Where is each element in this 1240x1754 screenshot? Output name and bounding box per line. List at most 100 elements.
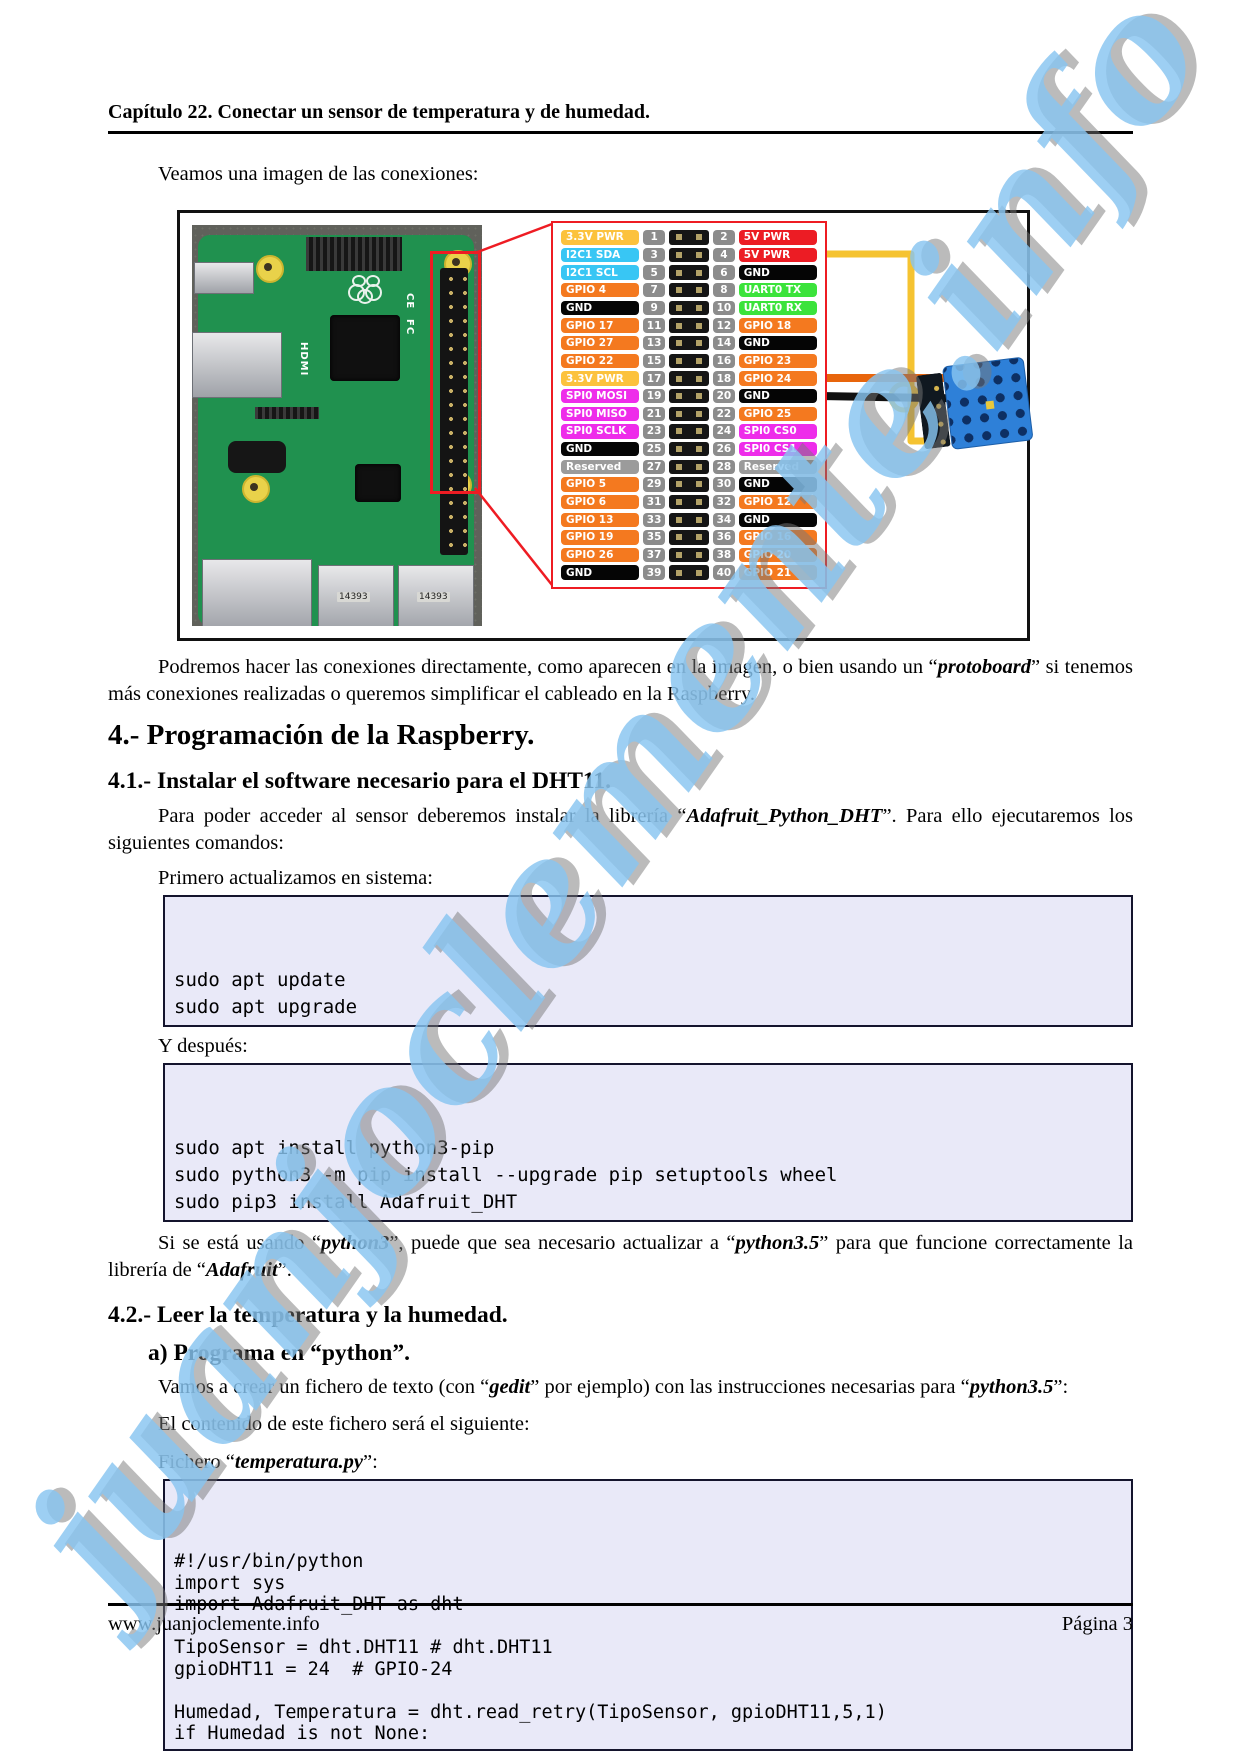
pin-number-left: 9	[643, 300, 665, 316]
pin-label-right: UART0 TX	[738, 282, 817, 298]
paragraph-create-file: Vamos a crear un fichero de texto (con “…	[108, 1374, 1133, 1401]
paragraph-text: ” para que funcione correctamente la lib…	[108, 1232, 1133, 1281]
dht11-sensor	[915, 356, 1034, 456]
pin-label-right: GPIO 23	[738, 353, 817, 369]
code-line: sudo apt install python3-pip	[174, 1137, 495, 1159]
header-pins-icon	[669, 318, 709, 333]
term-python3-5: python3.5	[735, 1232, 820, 1254]
ce-mark: CE	[404, 293, 415, 310]
paragraph-text: ” por ejemplo) con las instrucciones nec…	[530, 1376, 970, 1398]
pin-number-left: 1	[643, 230, 665, 245]
pin-number-left: 29	[643, 477, 665, 492]
pi-board: CE FC HDMI 14393 14393	[192, 235, 474, 626]
mount-hole	[242, 475, 270, 503]
footer-page-number: Página 3	[1061, 1613, 1133, 1635]
code-line: TipoSensor = dht.DHT11 # dht.DHT11	[174, 1637, 553, 1658]
header-pins-icon	[669, 300, 709, 316]
pin-number-left: 23	[643, 424, 665, 439]
pin-number-left: 33	[643, 512, 665, 527]
fc-mark: FC	[404, 319, 415, 336]
hdmi-port	[192, 332, 282, 398]
pinout-rows: 3.3V PWR 1 2 5V PWR I2C1 SDA 3 4 5V	[561, 230, 817, 580]
pin-label-left: SPI0 MOSI	[561, 388, 640, 404]
label-file-name: Fichero “temperatura.py”:	[158, 1449, 1133, 1475]
footer-divider	[108, 1603, 1133, 1606]
pin-number-right: 2	[713, 230, 735, 245]
paragraph-text: ”, puede que sea necesario actualizar a …	[389, 1232, 736, 1254]
pin-label-right: GPIO 20	[738, 547, 817, 563]
pinout-row: GPIO 4 7 8 UART0 TX	[561, 282, 817, 298]
header-pins-icon	[669, 282, 709, 298]
section-heading-4: 4.- Programación de la Raspberry.	[108, 719, 535, 751]
term-python3-5: python3.5	[969, 1376, 1054, 1398]
micro-usb-port	[194, 262, 254, 294]
pin-number-right: 24	[713, 424, 735, 439]
pin-number-right: 10	[713, 300, 735, 316]
pinout-row: GPIO 13 33 34 GND	[561, 512, 817, 527]
audio-jack	[228, 441, 286, 473]
pin-label-right: GND	[738, 512, 817, 527]
chapter-title: Capítulo 22. Conectar un sensor de tempe…	[108, 101, 651, 123]
pin-label-left: GPIO 27	[561, 335, 640, 351]
page-footer: www.juanjoclemente.info Página 3	[108, 1597, 1133, 1636]
header-pins-icon	[669, 477, 709, 492]
code-line: sudo apt upgrade	[174, 996, 358, 1018]
label-update-system: Primero actualizamos en sistema:	[158, 867, 433, 889]
pin-label-right: GPIO 25	[738, 406, 817, 422]
pin-number-right: 6	[713, 265, 735, 280]
lan-chip	[355, 464, 401, 502]
header-pins-icon	[669, 371, 709, 386]
header-pins-icon	[669, 265, 709, 280]
pin-label-left: GPIO 13	[561, 512, 640, 527]
term-temperatura-py: temperatura.py	[234, 1451, 363, 1473]
intro-text: Veamos una imagen de las conexiones:	[158, 163, 479, 185]
pin-label-left: I2C1 SCL	[561, 265, 640, 280]
pinout-row: 3.3V PWR 17 18 GPIO 24	[561, 371, 817, 386]
paragraph-install: Para poder acceder al sensor deberemos i…	[108, 803, 1133, 857]
header-pins-icon	[669, 547, 709, 563]
paragraph-text: Fichero “	[158, 1451, 235, 1473]
pinout-row: GPIO 17 11 12 GPIO 18	[561, 318, 817, 333]
pin-label-left: GPIO 26	[561, 547, 640, 563]
wire-5v	[816, 250, 932, 445]
pin-number-right: 38	[713, 547, 735, 563]
pin-label-left: GPIO 5	[561, 477, 640, 492]
pin-label-left: GPIO 17	[561, 318, 640, 333]
pin-label-right: GPIO 21	[738, 565, 817, 580]
header-pins-icon	[669, 565, 709, 580]
header-pins-icon	[669, 247, 709, 263]
pin-number-left: 35	[643, 530, 665, 545]
pin-number-left: 25	[643, 441, 665, 457]
pinout-row: I2C1 SDA 3 4 5V PWR	[561, 247, 817, 263]
header-pins-icon	[669, 494, 709, 510]
pin-number-right: 32	[713, 494, 735, 510]
paragraph-text: ”.	[277, 1259, 292, 1281]
header-pins-icon	[669, 406, 709, 422]
pinout-row: GPIO 6 31 32 GPIO 12	[561, 494, 817, 510]
pinout-row: GPIO 22 15 16 GPIO 23	[561, 353, 817, 369]
wire-loop	[888, 381, 920, 413]
pin-label-left: SPI0 MISO	[561, 406, 640, 422]
pin-label-left: 3.3V PWR	[561, 371, 640, 386]
display-connector	[306, 237, 402, 271]
pinout-row: GPIO 19 35 36 GPIO 16	[561, 530, 817, 545]
ethernet-port	[202, 559, 312, 626]
pin-number-right: 14	[713, 335, 735, 351]
code-line: sudo python3 -m pip install --upgrade pi…	[174, 1164, 838, 1186]
pin-label-left: SPI0 SCLK	[561, 424, 640, 439]
paragraph-python35: Si se está usando “python3”, puede que s…	[108, 1230, 1133, 1284]
pin-number-right: 26	[713, 441, 735, 457]
pin-number-left: 11	[643, 318, 665, 333]
code-block-install: sudo apt install python3-pip sudo python3…	[163, 1063, 1133, 1222]
pin-label-left: GPIO 22	[561, 353, 640, 369]
pin-number-right: 30	[713, 477, 735, 492]
pin-label-left: GND	[561, 565, 640, 580]
code-line: #!/usr/bin/python	[174, 1551, 364, 1572]
header-pins-icon	[669, 512, 709, 527]
usb-port-label: 14393	[337, 592, 370, 602]
pin-label-left: GPIO 6	[561, 494, 640, 510]
pin-number-right: 28	[713, 459, 735, 475]
term-adafruit: Adafruit	[205, 1259, 278, 1281]
